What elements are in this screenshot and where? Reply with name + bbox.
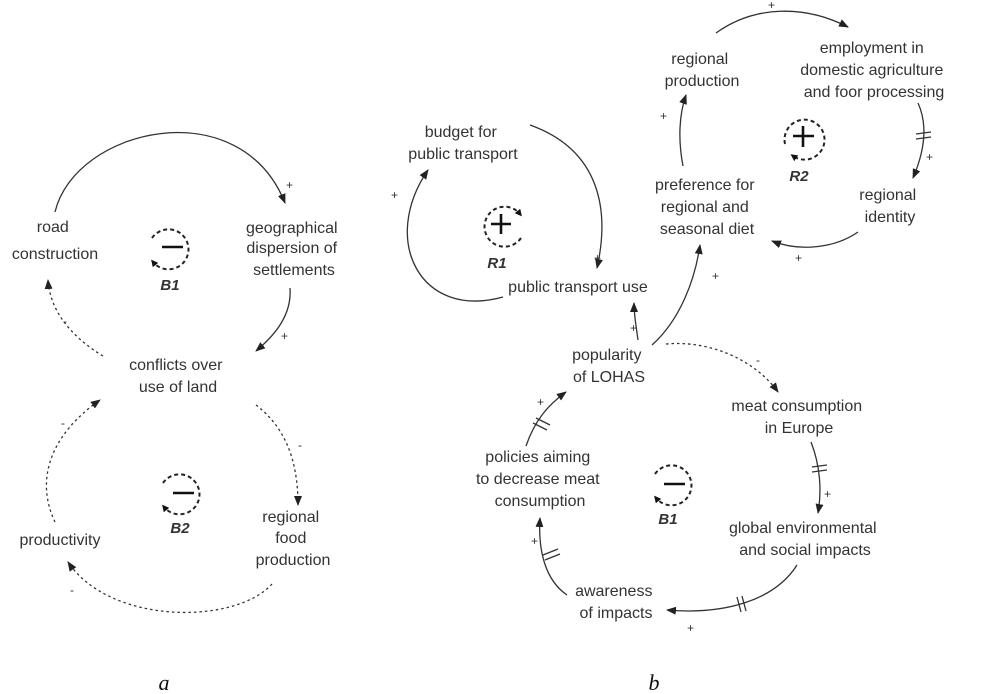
sign-dispersion-to-conflicts: + xyxy=(281,329,288,343)
link-employment-to-identity xyxy=(912,102,925,179)
sign-food-to-productivity: - xyxy=(70,583,74,597)
link-food-to-productivity xyxy=(67,561,273,614)
link-meat-to-impacts xyxy=(810,441,824,514)
diagram-b: budget for public transport public trans… xyxy=(391,0,948,694)
node-budget-public-transport: budget for public transport xyxy=(408,124,518,163)
panel-label-b: b xyxy=(649,670,660,694)
loop-label-b-b1: B1 xyxy=(658,511,677,528)
node-preference-regional-diet: preference for regional and seasonal die… xyxy=(655,177,759,238)
sign-production-to-employment: + xyxy=(768,0,775,12)
node-popularity-lohas: popularity of LOHAS xyxy=(572,347,646,386)
sign-conflicts-to-road: - xyxy=(63,314,67,328)
delay-mark-awareness-policies xyxy=(542,548,561,561)
link-road-to-dispersion xyxy=(54,131,286,213)
sign-policies-to-popularity: + xyxy=(537,395,544,409)
link-popularity-to-preference xyxy=(651,244,703,346)
loop-label-a-b2: B2 xyxy=(170,520,190,537)
node-global-impacts: global environmental and social impacts xyxy=(729,520,881,559)
node-productivity: productivity xyxy=(20,532,101,549)
node-public-transport-use: public transport use xyxy=(508,279,648,296)
loop-indicator-b-r1: R1 xyxy=(483,205,522,272)
link-popularity-to-meat xyxy=(665,342,779,393)
delay-mark-impacts-awareness xyxy=(736,595,747,613)
node-road-construction: road construction xyxy=(12,219,98,263)
loop-indicator-a-b2: B2 xyxy=(162,473,201,537)
loop-label-a-b1: B1 xyxy=(160,277,179,294)
sign-budget-to-transport: + xyxy=(594,251,601,265)
loop-indicator-b-r2: R2 xyxy=(783,118,826,185)
node-regional-production: regional production xyxy=(665,51,740,90)
link-productivity-to-conflicts xyxy=(45,399,101,523)
link-identity-to-preference xyxy=(771,231,859,249)
link-conflicts-to-road xyxy=(44,279,104,357)
diagram-a: road construction geographical dispersio… xyxy=(12,131,342,694)
loop-label-b-r2: R2 xyxy=(789,168,809,185)
node-regional-identity: regional identity xyxy=(859,187,920,226)
link-production-to-employment xyxy=(715,10,849,34)
sign-preference-to-production: + xyxy=(660,109,667,123)
loop-indicator-a-b1: B1 xyxy=(151,228,190,294)
link-dispersion-to-conflicts xyxy=(255,287,291,352)
link-conflicts-to-food xyxy=(255,404,302,506)
sign-popularity-to-transport: + xyxy=(630,321,637,335)
link-popularity-to-transport xyxy=(630,302,639,341)
node-geographical-dispersion: geographical dispersion of settlements xyxy=(246,220,342,279)
delay-mark-employment-identity xyxy=(915,131,932,140)
node-meat-consumption: meat consumption in Europe xyxy=(731,398,866,437)
link-policies-to-popularity xyxy=(525,391,567,447)
link-preference-to-production xyxy=(679,94,687,167)
sign-popularity-to-preference: + xyxy=(712,269,719,283)
sign-productivity-to-conflicts: - xyxy=(61,416,65,430)
loop-label-b-r1: R1 xyxy=(487,255,506,272)
node-policies: policies aiming to decrease meat consump… xyxy=(476,449,604,510)
loop-indicator-b-b1: B1 xyxy=(654,464,693,528)
sign-road-to-dispersion: + xyxy=(286,178,293,192)
node-awareness: awareness of impacts xyxy=(575,583,657,622)
link-transport-to-budget xyxy=(406,169,504,302)
sign-awareness-to-policies: + xyxy=(531,534,538,548)
link-awareness-to-policies xyxy=(535,517,568,596)
link-impacts-to-awareness xyxy=(666,564,798,615)
sign-meat-to-impacts: + xyxy=(824,487,831,501)
link-budget-to-transport xyxy=(529,124,603,269)
sign-impacts-to-awareness: + xyxy=(687,621,694,635)
sign-identity-to-preference: + xyxy=(795,251,802,265)
sign-transport-to-budget: + xyxy=(391,188,398,202)
sign-conflicts-to-food: - xyxy=(298,438,302,452)
node-employment: employment in domestic agriculture and f… xyxy=(800,40,948,101)
node-regional-food-production: regional food production xyxy=(256,509,331,569)
delay-mark-meat-impacts xyxy=(811,464,828,473)
sign-popularity-to-meat: - xyxy=(756,353,760,367)
node-conflicts-over-land: conflicts over use of land xyxy=(129,357,227,396)
delay-mark-policies-popularity xyxy=(532,417,551,431)
panel-label-a: a xyxy=(159,670,170,694)
sign-employment-to-identity: + xyxy=(926,150,933,164)
